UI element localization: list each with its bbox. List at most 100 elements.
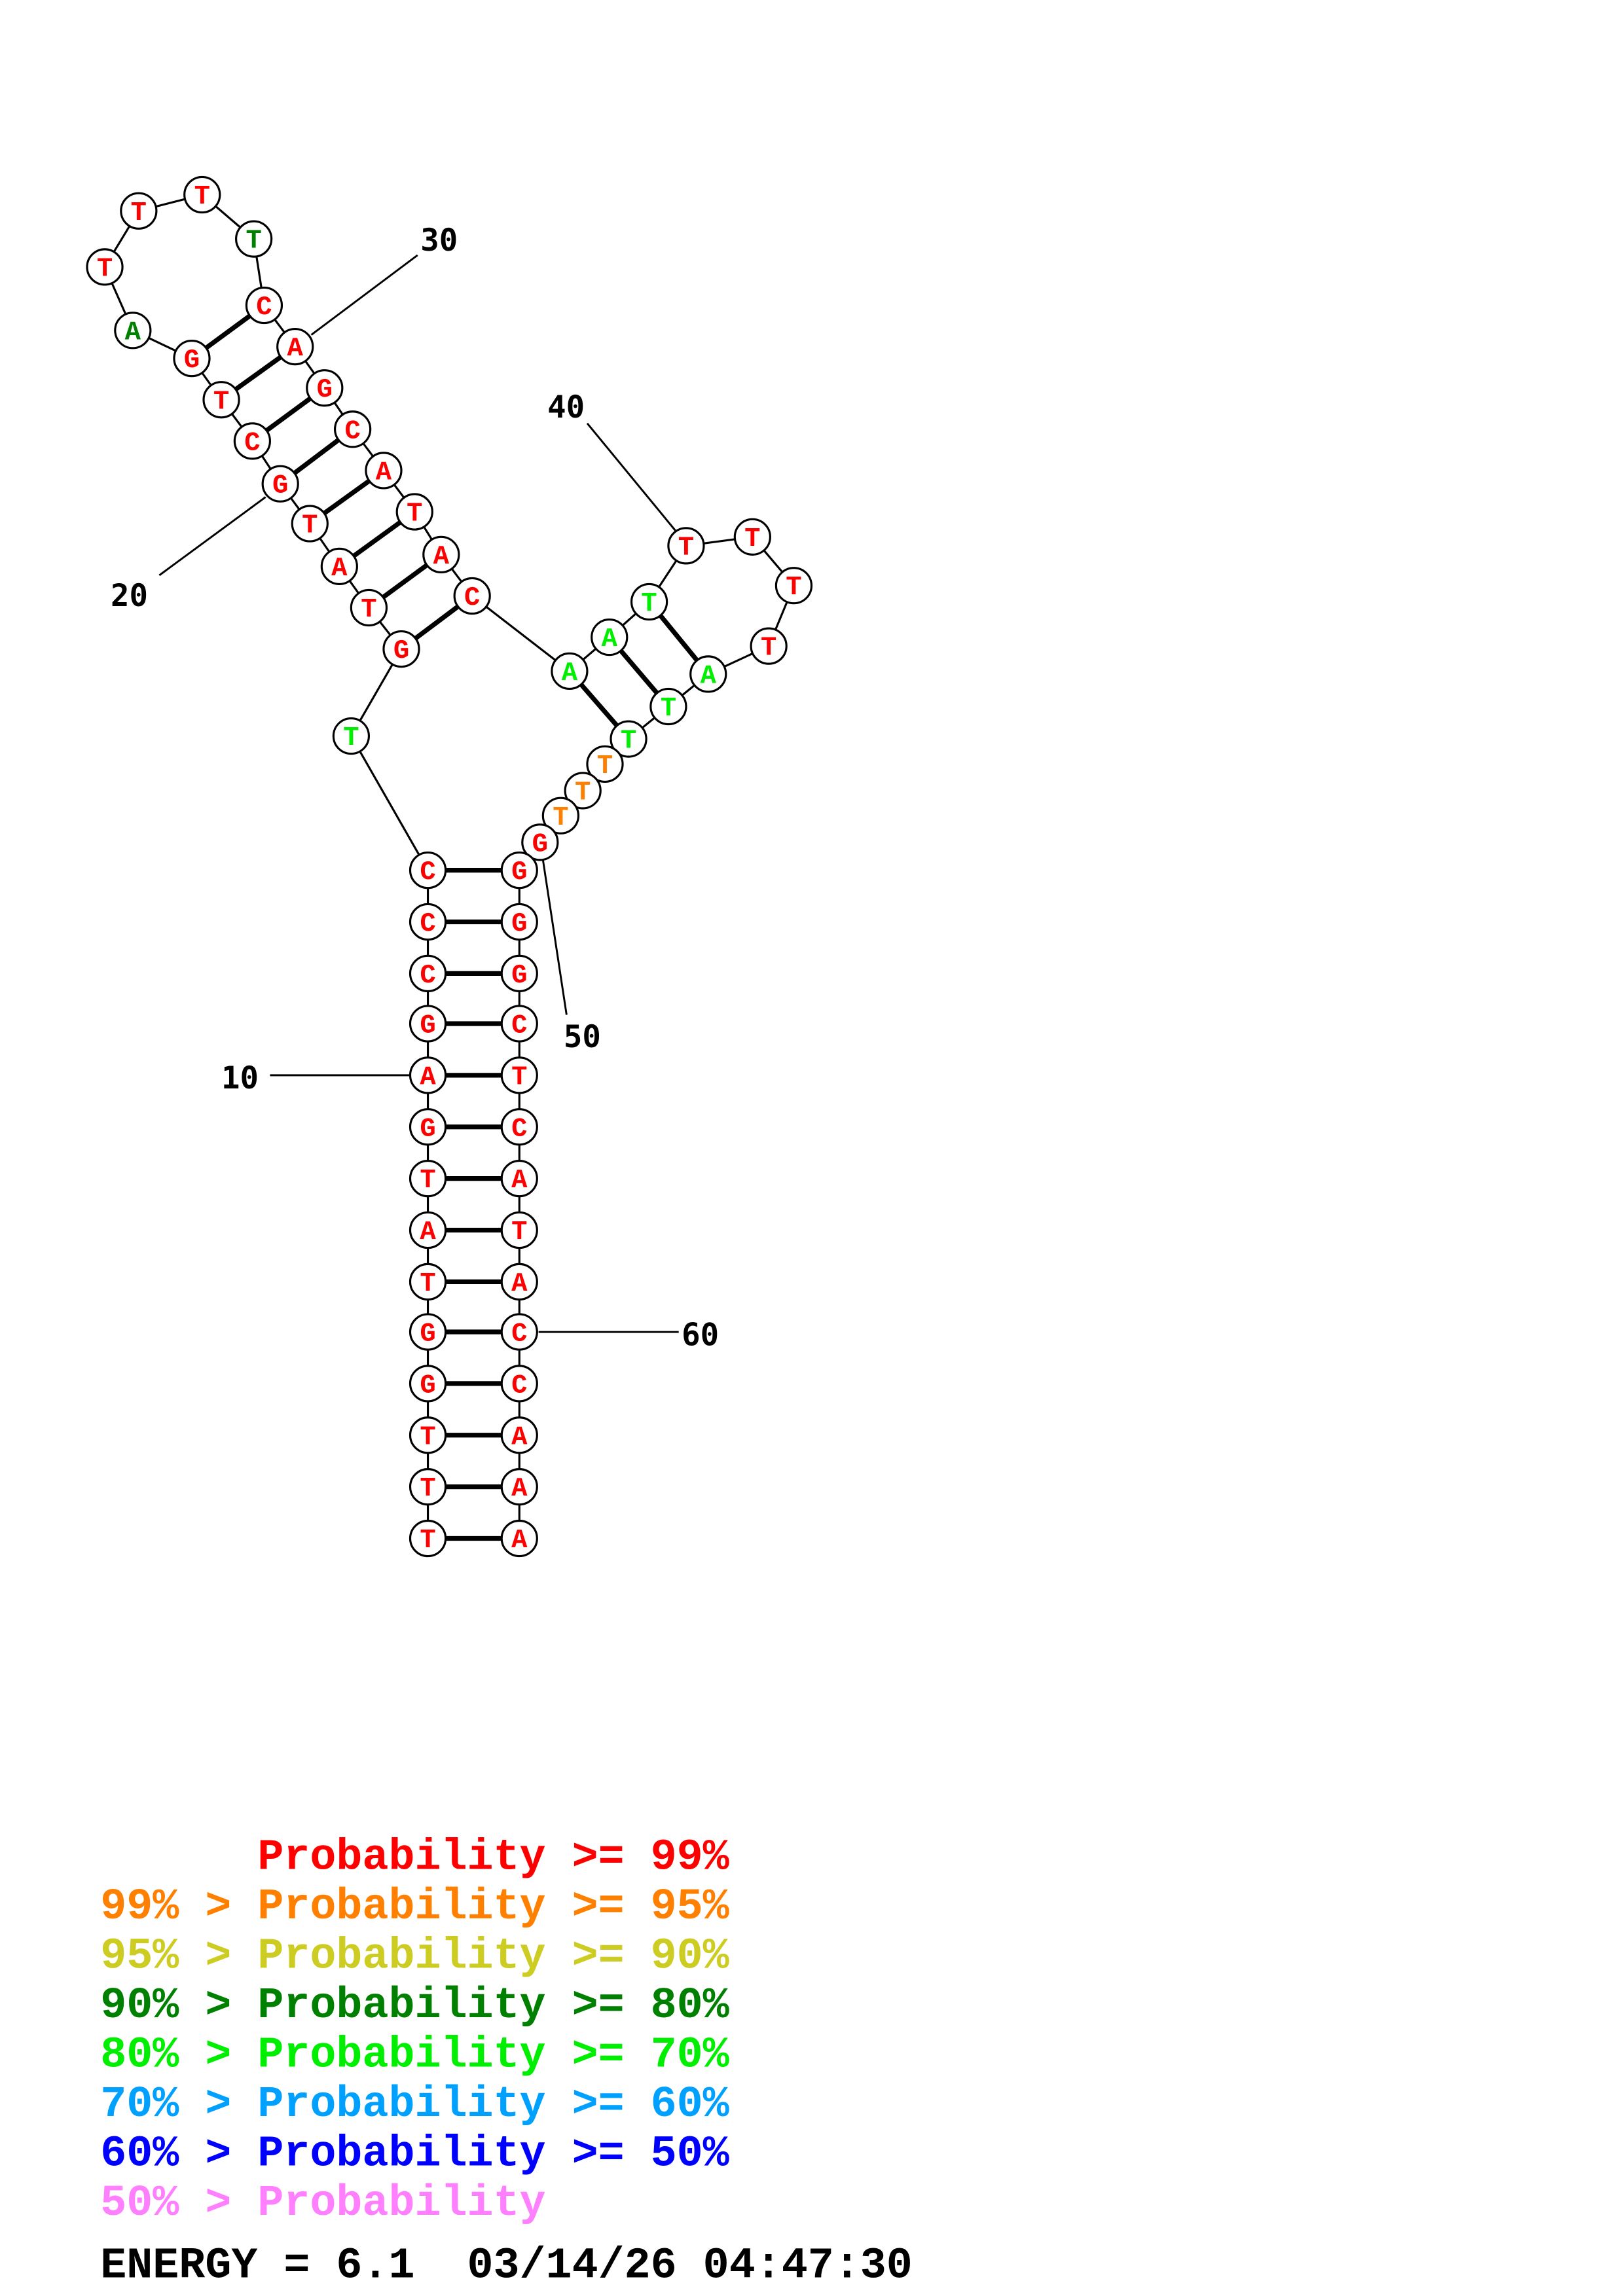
legend-entry: 50% > Probability: [100, 2179, 545, 2229]
nucleotide-circle: [500, 1263, 538, 1301]
base-pair-bond: [323, 478, 371, 516]
nucleotide-letter: G: [420, 1114, 435, 1144]
nucleotide-letter: T: [553, 803, 568, 833]
nucleotide-circle: [235, 220, 273, 258]
nucleotide-letter: G: [511, 857, 527, 888]
nucleotide-29: C: [245, 286, 283, 325]
nucleotide-letter: C: [511, 1319, 527, 1350]
nucleotide-circle: [409, 903, 447, 941]
nucleotide-30: A: [276, 327, 314, 366]
nucleotide-letter: T: [597, 751, 613, 781]
nucleotide-45: T: [649, 687, 687, 726]
nucleotide-58: T: [500, 1211, 538, 1249]
nucleotide-circle: [564, 772, 602, 810]
nucleotide-letter: T: [786, 573, 801, 603]
base-pair-bond: [265, 396, 312, 433]
nucleotide-circle: [173, 340, 211, 378]
nucleotide-circle: [630, 583, 668, 621]
nucleotide-26: T: [120, 192, 158, 230]
nucleotide-circle: [332, 717, 370, 755]
nucleotide-16: G: [382, 630, 420, 668]
nucleotide-circle: [233, 422, 271, 460]
nucleotide-letter: T: [744, 524, 760, 554]
nucleotide-circle: [395, 493, 433, 531]
nucleotide-2: T: [409, 1468, 447, 1506]
base-pair-bond: [658, 614, 699, 662]
nucleotide-25: T: [86, 248, 124, 286]
nucleotide-51: G: [500, 852, 538, 889]
legend-entry: 95% > Probability >= 90%: [100, 1931, 729, 1981]
nucleotide-letter: A: [420, 1217, 436, 1247]
nucleotide-8: T: [409, 1160, 447, 1198]
nucleotide-circle: [500, 1519, 538, 1558]
nucleotide-27: T: [183, 175, 221, 214]
nucleotide-39: T: [630, 583, 668, 621]
nucleotide-5: G: [409, 1313, 447, 1351]
nucleotide-11: G: [409, 1005, 447, 1043]
nucleotide-47: T: [586, 745, 624, 783]
nucleotide-letter: T: [621, 726, 636, 757]
nucleotide-62: A: [500, 1416, 538, 1454]
legend-entry: 80% > Probability >= 70%: [100, 2030, 729, 2080]
label-10: 10: [221, 1060, 259, 1096]
backbone-segment: [471, 595, 570, 672]
nucleotide-letter: C: [244, 428, 260, 458]
nucleotide-letter: T: [343, 723, 359, 753]
nucleotide-letter: T: [131, 198, 147, 228]
nucleotide-circle: [500, 1160, 538, 1198]
nucleotide-letter: T: [407, 499, 422, 529]
nucleotide-38: A: [591, 618, 629, 656]
nucleotide-64: A: [500, 1519, 538, 1558]
nucleotide-letter: T: [511, 1062, 527, 1092]
nucleotide-circle: [409, 852, 447, 889]
nucleotide-letter: C: [464, 583, 480, 613]
nucleotide-circle: [591, 618, 629, 656]
nucleotide-41: T: [733, 518, 771, 556]
nucleotide-letter: T: [420, 1269, 435, 1299]
label-50: 50: [564, 1019, 601, 1055]
legend-entry: 99% > Probability >= 95%: [100, 1882, 729, 1932]
nucleotide-letter: T: [97, 254, 113, 284]
nucleotide-4: G: [409, 1365, 447, 1403]
nucleotide-letter: G: [532, 829, 548, 859]
nucleotide-letter: G: [420, 1011, 435, 1041]
nucleotide-6: T: [409, 1263, 447, 1301]
nucleotide-35: A: [422, 535, 460, 573]
nucleotide-letter: A: [602, 624, 618, 655]
nucleotide-letter: A: [511, 1269, 528, 1299]
nucleotide-circle: [422, 535, 460, 573]
nucleotide-circle: [409, 1160, 447, 1198]
base-pair-bond: [382, 563, 429, 600]
nucleotide-18: A: [320, 547, 358, 586]
base-pair-bond: [204, 314, 251, 350]
nucleotide-63: A: [500, 1468, 538, 1506]
nucleotide-1: T: [409, 1519, 447, 1558]
nucleotide-circle: [500, 852, 538, 889]
nucleotide-44: A: [689, 655, 727, 693]
nucleotide-49: T: [541, 797, 580, 834]
nucleotide-circle: [409, 1211, 447, 1249]
nucleotide-circle: [334, 410, 372, 448]
nucleotide-letter: T: [361, 595, 376, 625]
nucleotide-letter: C: [511, 1371, 527, 1401]
nucleotide-circle: [610, 720, 647, 758]
nucleotide-circle: [521, 823, 559, 861]
nucleotide-letter: G: [420, 1371, 435, 1401]
nucleotide-letter: C: [344, 416, 360, 446]
nucleotide-59: A: [500, 1263, 538, 1301]
position-labels: 10 20 30 40 50 60: [111, 223, 719, 1353]
nucleotide-22: T: [202, 381, 240, 419]
nucleotide-circle: [500, 1416, 538, 1454]
nucleotide-circle: [551, 652, 589, 691]
nucleotide-letter: G: [393, 636, 409, 666]
nucleotide-circle: [500, 1108, 538, 1146]
legend-entry: 90% > Probability >= 80%: [100, 1981, 729, 2031]
nucleotide-9: G: [409, 1108, 447, 1146]
nucleotide-17: T: [350, 588, 388, 627]
nucleotide-circle: [750, 627, 788, 665]
probability-legend: Probability >= 99%99% > Probability >= 9…: [100, 1833, 729, 2228]
nucleotide-3: T: [409, 1416, 447, 1454]
nucleotide-circle: [689, 655, 727, 693]
nucleotide-letter: T: [511, 1217, 527, 1247]
nucleotide-letter: T: [302, 511, 318, 541]
